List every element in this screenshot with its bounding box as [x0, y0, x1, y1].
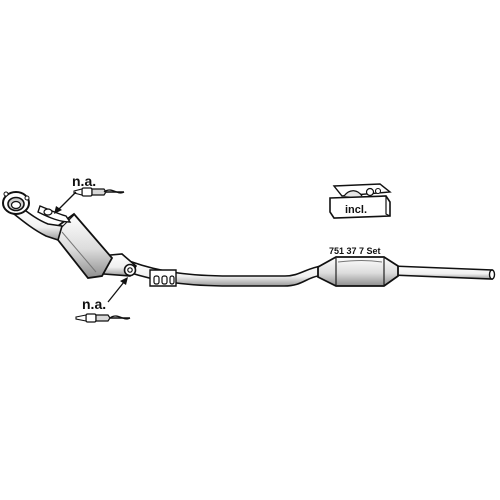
rear-pipe [391, 265, 496, 280]
sensor-label-bottom: n.a. [82, 296, 106, 312]
part-number-label: 751 37 7 Set [329, 246, 381, 256]
kit-box-label: incl. [345, 204, 367, 216]
front-flange [2, 191, 30, 215]
rear-catalytic-converter [317, 256, 399, 287]
oxygen-sensor-icon [73, 187, 125, 197]
front-catalytic-converter [57, 212, 114, 279]
oxygen-sensor-icon [75, 313, 131, 323]
mounting-kit-box-icon [329, 183, 392, 219]
hanger-bracket [149, 269, 177, 287]
sensor-label-top: n.a. [72, 173, 96, 189]
sensor-pointer-arrow [54, 191, 77, 214]
sensor-pointer-arrow [107, 277, 128, 303]
